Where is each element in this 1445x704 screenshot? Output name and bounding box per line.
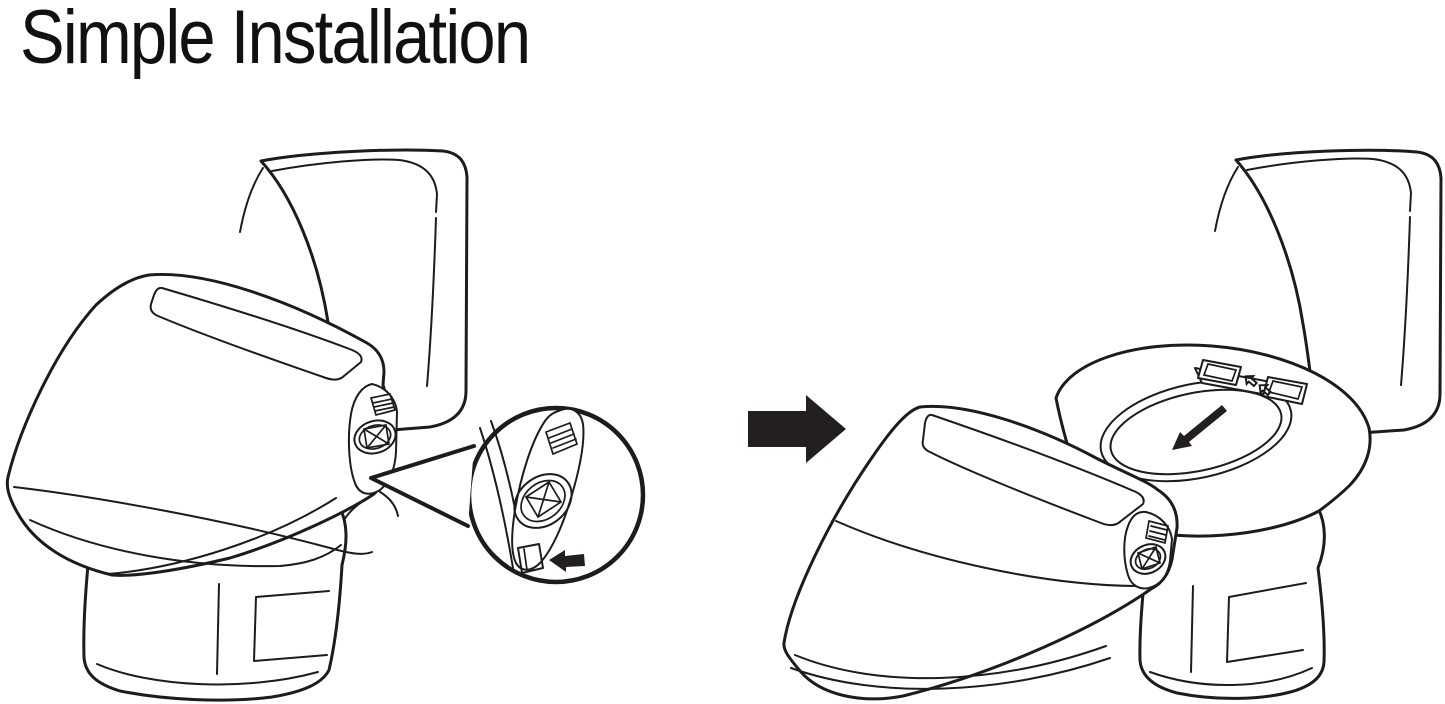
page-title: Simple Installation — [20, 0, 531, 80]
seat-vent-grille-right — [1145, 519, 1169, 545]
magnifier-callout — [369, 405, 646, 585]
seat-vent-grille — [369, 393, 397, 417]
figure-seat-sliding-on — [782, 148, 1443, 701]
plate-slide-arrow-icon — [1244, 374, 1272, 397]
seat-release-latch — [353, 419, 397, 455]
latch-arrow-icon — [549, 550, 585, 572]
latch-vent-grille — [544, 421, 579, 456]
latch-slide-tab — [517, 543, 544, 574]
mounting-plate — [1194, 359, 1308, 405]
next-step-arrow-icon — [748, 395, 846, 463]
figure-toilet-closed — [5, 148, 469, 702]
latch-knob — [513, 473, 573, 529]
seat-release-latch-right — [1129, 543, 1167, 575]
bowl-slide-arrow-icon — [1172, 405, 1227, 450]
